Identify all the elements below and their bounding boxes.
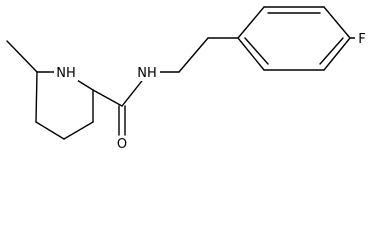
- bond-aryl-6: [237, 37, 265, 71]
- ring-nh-label: NH: [56, 66, 76, 81]
- ring-nh-mask: [54, 63, 78, 81]
- bond-ring-c4-c5: [35, 121, 65, 140]
- bond-ring-c3-c4: [63, 121, 94, 140]
- bond-aryl-4-inner: [319, 37, 344, 65]
- carbonyl-o-label: O: [117, 137, 127, 151]
- amide-nh-mask: [136, 63, 160, 81]
- bond-ch2-ch2: [178, 37, 209, 73]
- bond-ring-c5-c6: [35, 71, 38, 123]
- amide-nh-label: NH: [137, 66, 157, 81]
- bond-c2-carbonyl-c: [92, 89, 123, 107]
- bond-aryl-4: [323, 37, 351, 71]
- carbonyl-o-mask: [115, 136, 129, 151]
- fluorine-label: F: [358, 32, 365, 47]
- fluorine-mask: [355, 30, 368, 47]
- chemical-structure: NH NH O F: [6, 6, 368, 151]
- bond-aryl-3: [323, 6, 351, 39]
- bond-aryl-1: [237, 6, 265, 39]
- bond-aryl-6-inner: [244, 37, 269, 65]
- bond-methyl: [6, 40, 38, 73]
